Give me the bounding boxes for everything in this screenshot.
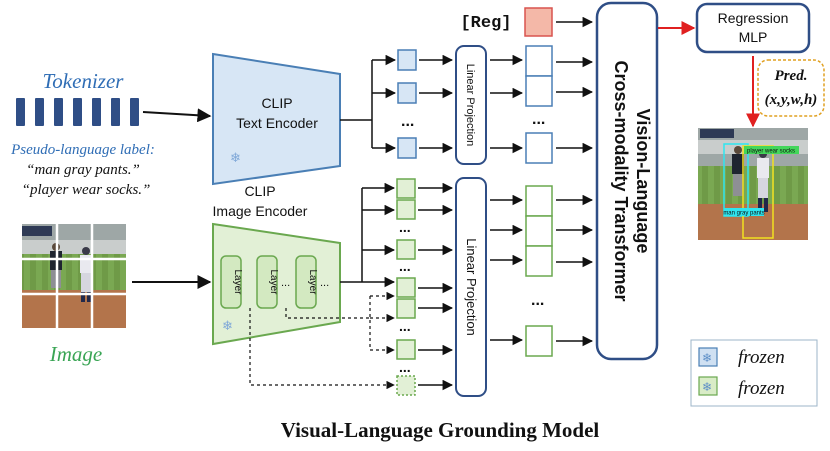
regression-mlp-line2: MLP [739,29,768,45]
transformer-title-line2: Cross-modality Transformer [611,60,631,301]
layer-ellipsis: ... [320,277,329,289]
snowflake-icon: ❄ [230,150,241,165]
token [35,98,44,126]
token [73,98,82,126]
image-encoder-subtitle: Image Encoder [213,203,308,219]
prediction-label: Pred. [775,68,808,84]
result-label-b [724,208,764,216]
regression-mlp-line1: Regression [718,10,789,26]
prediction-coords: (x,y,w,h) [765,92,818,108]
image-linear-projection [455,177,487,397]
token [92,98,101,126]
image-feature-token [396,298,416,319]
snowflake-icon: ❄ [702,351,712,365]
prediction-badge [757,59,825,117]
svg-text:frozen: frozen [738,378,785,399]
legend-item-image-frozen: ❄ frozen [698,376,785,399]
token [111,98,120,126]
image-feature-ellipsis: ... [399,219,411,235]
legend-item-text-frozen: ❄ frozen [698,347,785,368]
image-feature-ellipsis: ... [399,318,411,334]
image-feature-token [396,277,416,298]
image-feature-token [396,199,416,220]
projected-text-token [525,45,553,77]
pseudo-label-line1: “man gray pants.” [26,162,140,178]
projected-image-token [525,215,553,247]
image-feature-token-dashed [396,375,416,396]
result-image [698,128,808,240]
projected-text-token [525,75,553,107]
token-sequence [16,98,139,126]
svg-text:man gray pants: man gray pants [723,211,764,217]
token [130,98,139,126]
tokenizer-label: Tokenizer [43,69,125,93]
text-encoder-title: CLIP [261,95,292,111]
svg-text:Layer: Layer [232,269,243,295]
transformer-title-line1: Vision-Language [633,109,653,254]
image-feature-token [396,178,416,199]
projected-image-token [525,245,553,277]
pseudo-label-line2: “player wear socks.” [22,182,151,198]
text-feature-token [397,49,417,71]
token [54,98,63,126]
clip-text-encoder [212,52,341,186]
pseudo-label-heading: Pseudo-language label: [10,142,155,158]
snowflake-icon: ❄ [222,318,233,333]
image-feature-ellipsis: ... [399,258,411,274]
text-feature-token [397,137,417,159]
image-encoder-title: CLIP [244,183,275,199]
tokens-to-text-encoder-arrow [142,108,212,123]
diagram-title: Visual-Language Grounding Model [281,418,600,442]
layer-ellipsis: ... [281,277,290,289]
svg-text:frozen: frozen [738,347,785,368]
projected-image-token [525,325,553,357]
svg-text:player wear socks: player wear socks [747,149,795,155]
text-feature-token [397,82,417,104]
image-label: Image [49,342,102,366]
projected-image-token [525,185,553,217]
svg-text:Layer: Layer [307,269,318,295]
projected-image-ellipsis: ... [531,292,544,309]
svg-text:Linear Projection: Linear Projection [464,64,476,147]
reg-token [524,7,553,37]
text-encoder-subtitle: Text Encoder [236,115,318,131]
projected-text-token [525,132,553,164]
snowflake-icon: ❄ [702,380,712,394]
reg-token-label: [Reg] [460,14,511,33]
encoder-layer: Layer [220,255,243,309]
input-image [22,224,126,328]
svg-text:Layer: Layer [268,269,279,295]
svg-text:Linear Projection: Linear Projection [464,238,479,336]
image-feature-token [396,339,416,360]
encoder-layer: Layer [295,255,318,309]
image-feature-token [396,239,416,260]
text-feature-ellipsis: ... [401,113,414,130]
projected-text-ellipsis: ... [532,111,545,128]
encoder-layer: Layer [256,255,279,309]
image-feature-ellipsis: ... [399,359,411,375]
result-label-a [744,146,799,154]
text-linear-projection [455,45,487,165]
regression-mlp [695,2,811,54]
token [16,98,25,126]
cross-modality-transformer [595,1,659,361]
